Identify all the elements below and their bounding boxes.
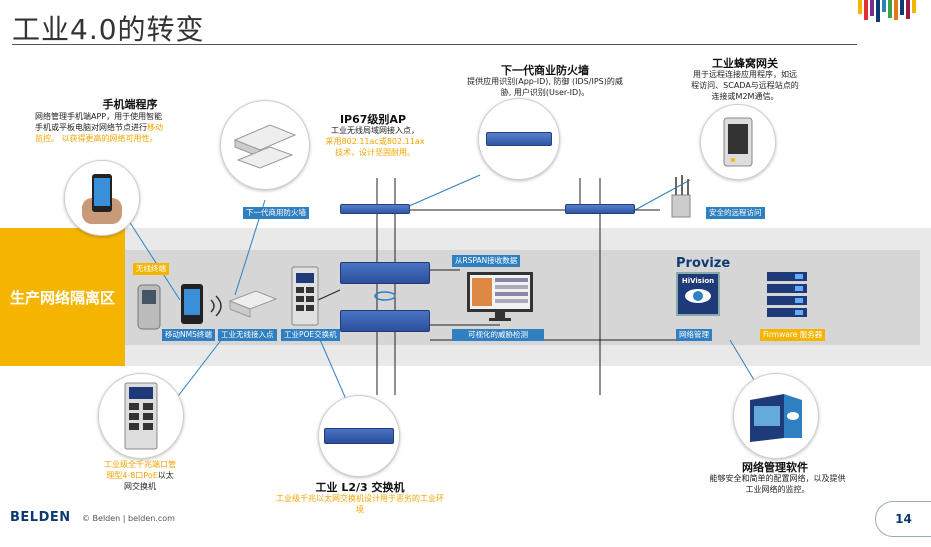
ip67-ap-desc: 工业无线局域网接入点， 采用802.11ac或802.11ax 技术，设计坚固耐… xyxy=(305,125,445,158)
network-mgmt-label: 网络管理 xyxy=(676,329,712,341)
cellular-gateway-icon xyxy=(723,117,753,167)
visual-threat-label: 可视化的威胁检测 xyxy=(452,329,544,341)
mobile-app-desc-line2: 手机或平板电脑对网络节点进行 xyxy=(35,123,147,132)
hivision-logo-text: HiVision xyxy=(681,277,715,285)
core-switch-top xyxy=(340,262,430,284)
nms-software-title: 网络管理软件 xyxy=(742,461,808,474)
l23-desc-line1: 工业级千兆以太网交换机设计用于恶劣的工业环 xyxy=(276,494,444,503)
nms-software-desc: 能够安全和简单的配置网络，以及提供 工业网络的监控。 xyxy=(690,473,865,495)
firewall-device-icon xyxy=(486,132,552,146)
footer-copyright: © Belden | belden.com xyxy=(82,514,175,523)
l23-switch-image xyxy=(318,395,400,477)
belden-logo-bars xyxy=(858,0,918,22)
page-number: 14 xyxy=(875,501,931,537)
ip67-ap-desc-line2: 采用802.11ac或802.11ax xyxy=(325,137,425,146)
l23-switch-title: 工业 L2/3 交换机 xyxy=(315,481,405,494)
honeycomb-gw-desc: 用于远程连接应用程序，如远 程访问、SCADA与远程站点的 连接或M2M通信。 xyxy=(670,69,820,102)
next-gen-fw-label: 下一代商用防火墙 xyxy=(243,207,309,219)
rspan-label: 从RSPAN接收数据 xyxy=(452,255,521,267)
software-box-icon xyxy=(750,394,802,442)
ip67-ap-desc-line1: 工业无线局域网接入点， xyxy=(331,126,419,135)
firewall-right-device xyxy=(565,204,635,214)
nms-software-image xyxy=(733,373,819,459)
smartphone-icon xyxy=(82,174,122,224)
ap-device-image xyxy=(220,100,310,190)
mobile-terminal-icon xyxy=(137,284,222,330)
honeycomb-gw-title: 工业蜂窝网关 xyxy=(712,57,778,70)
mobile-app-desc: 网络管理手机端APP，用于使用智能 手机或平板电脑对网络节点进行移动 监控。 以… xyxy=(35,111,225,144)
l23-desc-line2: 境 xyxy=(356,505,364,514)
ip67-ap-desc-line3: 技术，设计坚固耐用。 xyxy=(335,148,415,157)
honeycomb-gw-desc-line1: 用于远程连接应用程序，如远 xyxy=(693,70,797,79)
honeycomb-gw-desc-line2: 程访问、SCADA与远程站点的 xyxy=(691,81,799,90)
production-zone-label: 生产网络隔离区 xyxy=(0,228,125,366)
server-icon xyxy=(767,272,807,317)
din-rail-switch-icon xyxy=(124,382,158,450)
mobile-app-desc-line3: 监控。 以获得更高的网络可用性。 xyxy=(35,134,158,143)
nms-desc-line2: 工业网络的监控。 xyxy=(745,485,810,494)
wireless-terminal-label: 无线终端 xyxy=(133,263,169,275)
l23-switch-desc: 工业级千兆以太网交换机设计用于恶劣的工业环 境 xyxy=(260,493,460,515)
poe-switch-label: 工业POE交换机 xyxy=(281,329,340,341)
secure-remote-label: 安全的远程访问 xyxy=(706,207,765,219)
poe-switch-desc: 工业级全千兆端口管 理型4-8口PoE以太 网交换机 xyxy=(80,459,200,492)
poe-desc-line2-hl: 理型4-8口PoE xyxy=(106,471,158,480)
mobile-app-title: 手机端程序 xyxy=(102,98,158,111)
firewall-device-image xyxy=(478,98,560,180)
core-switch-bottom xyxy=(340,310,430,332)
l23-switch-icon xyxy=(324,428,394,444)
firewall-title: 下一代商业防火墙 xyxy=(501,64,589,77)
hivision-logo: HiVision xyxy=(676,272,720,316)
poe-desc-line1: 工业级全千兆端口管 xyxy=(104,460,176,469)
gateway-device-image xyxy=(700,104,776,180)
nms-desc-line1: 能够安全和简单的配置网络，以及提供 xyxy=(709,474,846,483)
mobile-nms-label: 移动NMS终端 xyxy=(162,329,215,341)
poe-switch-image xyxy=(98,373,184,459)
ip67-ap-title: IP67级别AP xyxy=(339,113,407,126)
firmware-label: Firmware 服务器 xyxy=(760,329,826,341)
poe-switch-icon xyxy=(291,266,319,326)
title-underline xyxy=(12,44,857,45)
industrial-ap-icon xyxy=(228,290,278,318)
eye-icon xyxy=(685,289,711,303)
poe-desc-line3: 网交换机 xyxy=(124,482,156,491)
industrial-ap-label: 工业无线接入点 xyxy=(218,329,277,341)
poe-desc-line2-tail: 以太 xyxy=(157,471,174,480)
mobile-app-desc-line2-hl: 移动 xyxy=(147,123,163,132)
mobile-app-desc-line1: 网络管理手机端APP，用于使用智能 xyxy=(35,112,163,121)
firewall-desc-line1: 提供应用识别(App-ID), 防御 (IDS/IPS)的威 xyxy=(467,77,623,86)
firewall-desc-line2: 胁, 用户识别(User-ID)。 xyxy=(500,88,590,97)
firewall-desc: 提供应用识别(App-ID), 防御 (IDS/IPS)的威 胁, 用户识别(U… xyxy=(430,76,660,98)
provize-logo: Provize xyxy=(676,256,731,271)
firewall-left-device xyxy=(340,204,410,214)
monitor-icon xyxy=(467,272,533,321)
access-point-icon xyxy=(233,124,297,169)
phone-hand-image xyxy=(64,160,140,236)
slide-title: 工业4.0的转变 xyxy=(12,13,205,46)
belden-logo: BELDEN xyxy=(10,510,71,525)
honeycomb-gw-desc-line3: 连接或M2M通信。 xyxy=(711,92,779,101)
gateway-antenna-icon xyxy=(671,175,691,218)
